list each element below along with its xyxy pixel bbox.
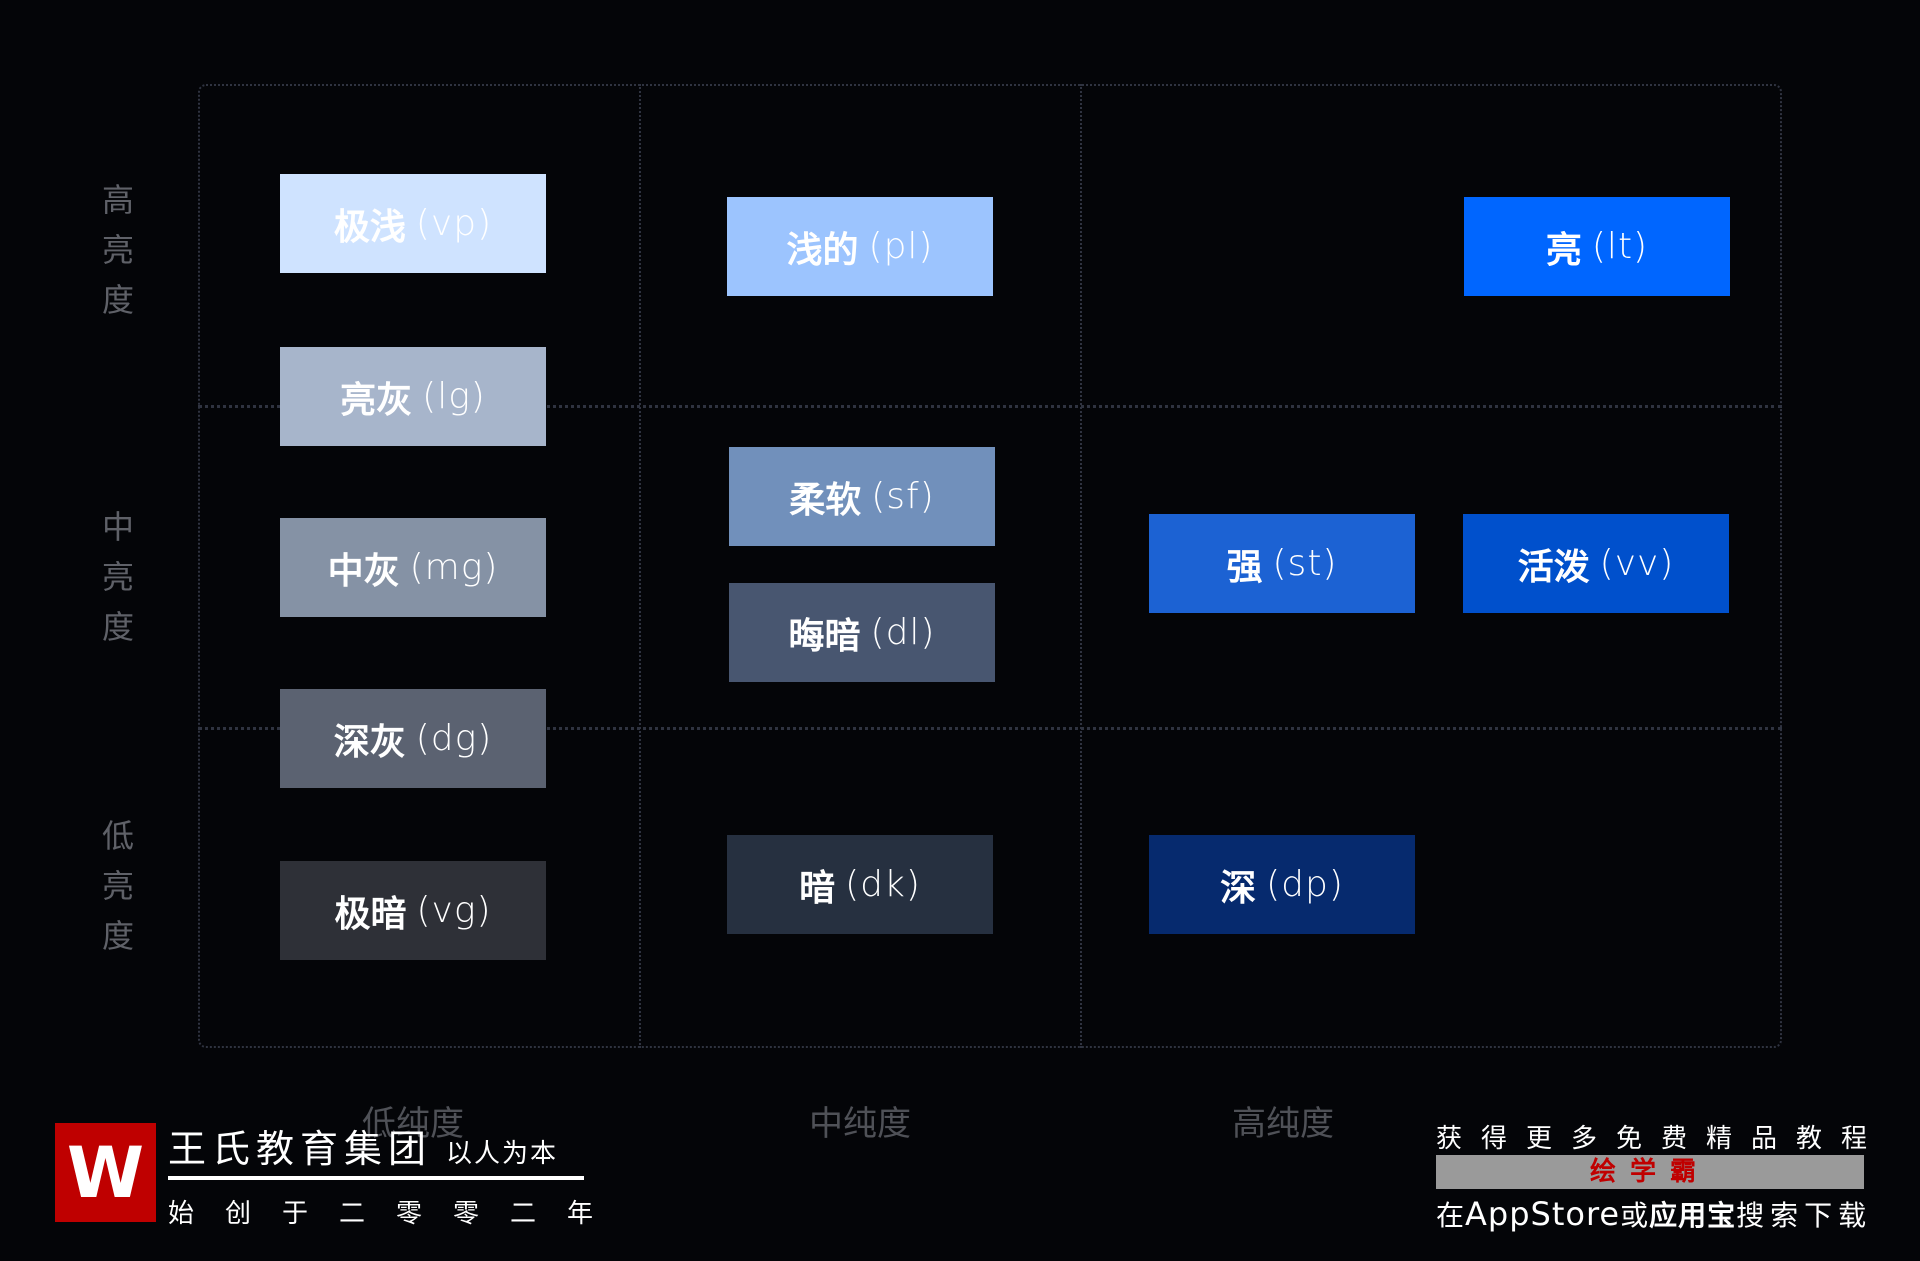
tone-code: (lt)	[1591, 226, 1649, 267]
tone-name: 浅的	[786, 229, 859, 271]
tone-name: 极暗	[334, 893, 407, 935]
grid-divider	[639, 84, 641, 1048]
tone-code: (dp)	[1266, 864, 1344, 905]
tone-name: 深灰	[333, 721, 406, 763]
tone-grid	[198, 84, 1782, 1048]
tone-box: 柔软(sf)	[729, 447, 995, 546]
tone-box: 暗(dk)	[727, 835, 993, 934]
tone-box: 活泼(vv)	[1463, 514, 1729, 613]
org-motto: 以人为本	[446, 1139, 559, 1169]
watermark-divider	[168, 1176, 584, 1180]
y-label-low-brightness: 低亮度	[101, 817, 134, 955]
watermark-logo: W	[55, 1123, 156, 1222]
watermark-search-hint: 在AppStore或应用宝搜索下载	[1436, 1194, 1872, 1234]
tone-box: 亮灰(lg)	[280, 347, 546, 446]
tone-code: (vg)	[416, 890, 492, 931]
tone-box: 强(st)	[1149, 514, 1415, 613]
tone-code: (st)	[1272, 543, 1338, 584]
org-name: 王氏教育集团	[168, 1127, 433, 1171]
grid-divider	[198, 405, 1782, 408]
tone-name: 活泼	[1517, 546, 1590, 588]
tone-box: 极浅(vp)	[280, 174, 546, 273]
tone-name: 暗	[799, 867, 836, 909]
tone-box: 中灰(mg)	[280, 518, 546, 617]
grid-divider	[198, 727, 1782, 730]
hint-store: 应用宝	[1649, 1199, 1737, 1232]
tone-code: (dl)	[870, 612, 936, 653]
tone-code: (sf)	[871, 476, 935, 517]
tone-name: 亮	[1545, 229, 1582, 271]
hint-text: 或	[1620, 1199, 1650, 1232]
tone-code: (vp)	[415, 203, 493, 244]
tone-name: 深	[1220, 867, 1257, 909]
x-label-low-saturation: 低纯度	[362, 1104, 464, 1144]
grid-divider	[1080, 84, 1082, 1048]
tone-code: (dg)	[415, 718, 493, 759]
y-label-high-brightness: 高亮度	[101, 181, 134, 319]
tone-code: (mg)	[409, 547, 499, 588]
watermark-app-name: 绘学霸	[1436, 1155, 1864, 1189]
hint-store: AppStore	[1465, 1195, 1621, 1233]
tone-name: 晦暗	[788, 615, 861, 657]
tone-box: 亮(lt)	[1464, 197, 1730, 296]
tone-name: 极浅	[333, 206, 406, 248]
x-label-mid-saturation: 中纯度	[809, 1104, 911, 1144]
tone-name: 柔软	[789, 479, 862, 521]
watermark-founded: 始创于二零零二年	[168, 1199, 625, 1229]
y-label-mid-brightness: 中亮度	[101, 508, 134, 646]
tone-name: 中灰	[327, 550, 400, 592]
hint-text: 在	[1436, 1199, 1466, 1232]
tone-code: (dk)	[845, 864, 921, 905]
tone-box: 晦暗(dl)	[729, 583, 995, 682]
tone-box: 极暗(vg)	[280, 861, 546, 960]
tone-box: 浅的(pl)	[727, 197, 993, 296]
watermark-promo: 获得更多免费精品教程	[1436, 1124, 1887, 1154]
tone-box: 深(dp)	[1149, 835, 1415, 934]
tone-code: (pl)	[868, 226, 934, 267]
tone-code: (vv)	[1599, 543, 1675, 584]
x-label-high-saturation: 高纯度	[1232, 1104, 1334, 1144]
tone-name: 强	[1226, 546, 1263, 588]
tone-box: 深灰(dg)	[280, 689, 546, 788]
tone-name: 亮灰	[340, 379, 413, 421]
watermark-org: 王氏教育集团以人为本	[168, 1118, 558, 1173]
tone-code: (lg)	[422, 376, 486, 417]
hint-text: 搜索下载	[1736, 1199, 1873, 1232]
